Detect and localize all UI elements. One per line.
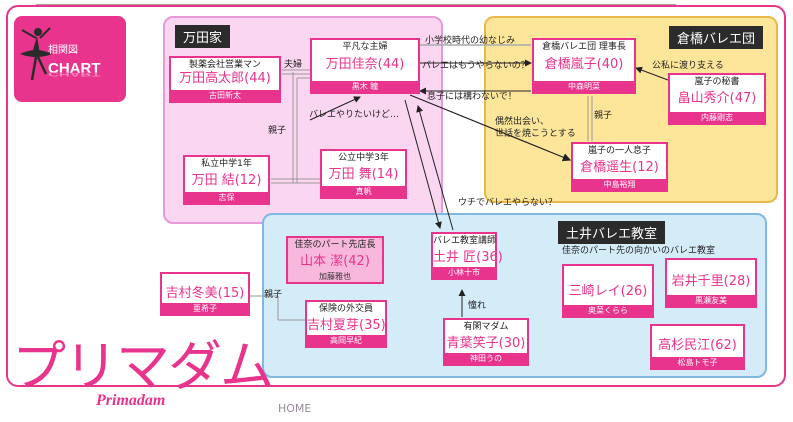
card-kotaro[interactable]: 製薬会社営業マン 万田高太郎(44) 古田新太 xyxy=(169,56,281,103)
name-label: 万田 舞(14) xyxy=(328,167,399,182)
card-emiko[interactable]: 有閑マダム 青葉笑子(30) 神田うの xyxy=(443,318,529,366)
name-label: 高杉民江(62) xyxy=(658,338,737,353)
actor-label: 内藤剛志 xyxy=(670,112,764,123)
logo-small-label: 相関図 xyxy=(48,45,78,56)
role-label: 有閑マダム xyxy=(463,322,509,332)
relation-guuzen-1: 偶然出会い、 xyxy=(495,117,550,127)
name-label: 土井 匠(36) xyxy=(433,250,503,265)
relation-mukai: 佳奈のパート先の向かいのバレエ教室 xyxy=(562,246,716,256)
name-label: 吉村夏芽(35) xyxy=(307,318,386,333)
relation-oyako-manda: 親子 xyxy=(268,126,287,136)
name-label: 吉村冬美(15) xyxy=(165,286,245,301)
relation-oyako-kurahashi: 親子 xyxy=(594,111,613,121)
ballerina-icon xyxy=(20,27,52,81)
relation-ballet-question: バレエはもうやらないの？ xyxy=(422,61,530,71)
actor-label: 黒瀬友美 xyxy=(667,295,755,306)
role-label: 佳奈のパート先店長 xyxy=(294,240,376,250)
role-label: 保険の外交員 xyxy=(318,304,373,314)
role-label: 嵐子の一人息子 xyxy=(587,146,651,156)
role-label: 製薬会社営業マン xyxy=(188,60,261,70)
name-label: 倉橋嵐子(40) xyxy=(544,57,624,72)
name-label: 万田佳奈(44) xyxy=(325,57,405,72)
relation-fuufu: 夫婦 xyxy=(284,60,303,70)
name-label: 万田 結(12) xyxy=(191,173,262,188)
relation-osananajimi: 小学校時代の幼なじみ xyxy=(425,36,516,46)
name-label: 岩井千里(28) xyxy=(671,274,751,289)
actor-label: 真帆 xyxy=(322,186,405,197)
primadam-title: プリマダム xyxy=(12,335,274,398)
role-label: 嵐子の秘書 xyxy=(694,77,740,87)
card-yui[interactable]: 私立中学1年 万田 結(12) 志保 xyxy=(183,155,270,205)
group-title-kurahashi: 倉橋バレエ団 xyxy=(669,26,764,49)
actor-label: 黒木 瞳 xyxy=(312,81,418,92)
name-label: 山本 潔(42) xyxy=(300,254,370,269)
role-label: バレエ教室講師 xyxy=(433,236,497,246)
actor-label: 中森明菜 xyxy=(534,81,634,92)
relation-oyako-yoshimura: 親子 xyxy=(264,290,283,300)
name-label: 三崎レイ(26) xyxy=(568,284,648,299)
relation-akogare: 憧れ xyxy=(468,301,487,311)
card-hidesuke[interactable]: 嵐子の秘書 畠山秀介(47) 内藤剛志 xyxy=(668,73,766,125)
card-tamie[interactable]: 高杉民江(62) 松島トモ子 xyxy=(650,324,745,370)
actor-label: 奥菜くらら xyxy=(564,305,652,316)
card-takumi[interactable]: バレエ教室講師 土井 匠(36) 小林十市 xyxy=(431,232,503,280)
card-kiyoshi[interactable]: 佳奈のパート先店長 山本 潔(42) 加藤雅也 xyxy=(286,236,384,284)
logo-big-label: CHART xyxy=(48,60,101,77)
group-title-manda: 万田家 xyxy=(175,25,231,48)
card-mai[interactable]: 公立中学3年 万田 舞(14) 真帆 xyxy=(320,149,407,199)
actor-label: 亜希子 xyxy=(162,303,248,314)
name-label: 畠山秀介(47) xyxy=(677,91,757,106)
name-label: 万田高太郎(44) xyxy=(179,71,271,86)
actor-label: 古田新太 xyxy=(171,90,279,101)
card-rei[interactable]: 三崎レイ(26) 奥菜くらら xyxy=(562,264,654,318)
relation-yaritai: バレエやりたいけど… xyxy=(309,110,400,120)
actor-label: 神田うの xyxy=(445,353,527,364)
relation-musuko: 息子には構わないで！ xyxy=(427,92,517,102)
role-label: 倉橋バレエ団 理事長 xyxy=(542,42,626,52)
card-fuyumi[interactable]: 吉村冬美(15) 亜希子 xyxy=(160,272,250,316)
actor-label: 小林十市 xyxy=(433,267,495,278)
card-kana[interactable]: 平凡な主婦 万田佳奈(44) 黒木 瞳 xyxy=(310,38,420,94)
actor-label: 加藤雅也 xyxy=(319,272,351,281)
relation-koshi: 公私に渡り支える xyxy=(652,61,724,71)
actor-label: 高岡早紀 xyxy=(307,335,385,346)
relation-uchi: ウチでバレエやらない？ xyxy=(458,198,558,208)
card-yusei[interactable]: 嵐子の一人息子 倉橋遥生(12) 中島裕翔 xyxy=(571,142,668,192)
role-label: 私立中学1年 xyxy=(201,159,252,169)
chart-logo xyxy=(14,16,126,102)
card-ranko[interactable]: 倉橋バレエ団 理事長 倉橋嵐子(40) 中森明菜 xyxy=(532,38,636,94)
card-chisato[interactable]: 岩井千里(28) 黒瀬友美 xyxy=(665,258,757,308)
card-natsume[interactable]: 保険の外交員 吉村夏芽(35) 高岡早紀 xyxy=(305,300,387,348)
actor-label: 松島トモ子 xyxy=(652,357,743,368)
name-label: 倉橋遥生(12) xyxy=(580,160,659,175)
role-label: 平凡な主婦 xyxy=(342,42,388,52)
home-link[interactable]: HOME xyxy=(278,402,312,415)
name-label: 青葉笑子(30) xyxy=(446,336,526,351)
actor-label: 中島裕翔 xyxy=(573,179,666,190)
actor-label: 志保 xyxy=(185,192,268,203)
relation-guuzen-2: 世話を焼こうとする xyxy=(495,129,576,139)
role-label: 公立中学3年 xyxy=(338,153,389,163)
primadam-subtitle: Primadam xyxy=(96,392,166,409)
group-title-doi: 土井バレエ教室 xyxy=(558,221,666,244)
